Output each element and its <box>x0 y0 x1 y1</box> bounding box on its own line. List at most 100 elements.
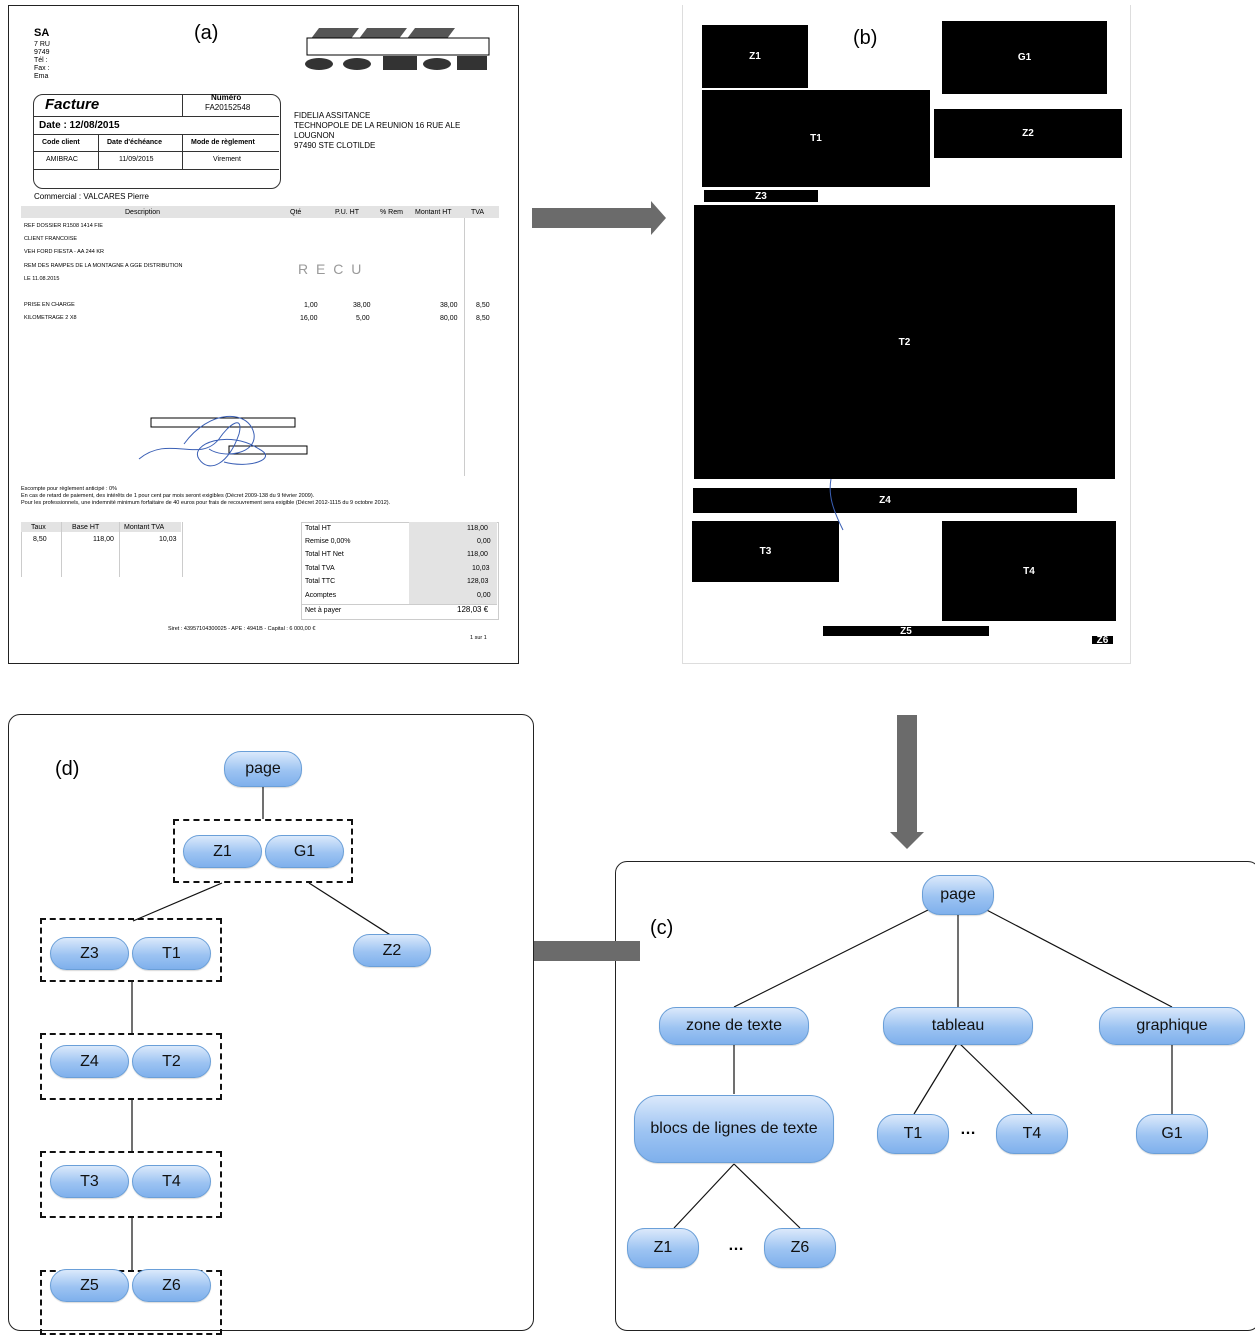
group-z3-t1 <box>40 918 222 982</box>
row-tva: 8,50 <box>476 302 490 309</box>
row-desc: PRISE EN CHARGE <box>24 302 75 308</box>
legal-line: Escompte pour règlement anticipé : 0% <box>21 486 117 492</box>
total-value: 118,00 <box>467 525 488 532</box>
th-rem: % Rem <box>380 209 403 216</box>
node-page: page <box>224 751 302 787</box>
ellipsis: … <box>728 1237 744 1254</box>
tva-value: 10,03 <box>159 536 177 543</box>
tva-header: Base HT <box>72 524 100 531</box>
block-t1: T1 <box>702 90 930 187</box>
arrow-down <box>890 715 924 849</box>
panel-d-tree: (d) page Z1 G1 Z2 Z3 T1 Z4 T2 T3 T4 Z5 Z… <box>8 714 534 1335</box>
row-montant: 80,00 <box>440 315 458 322</box>
col-code-client: Code client <box>42 139 80 146</box>
legal-line: En cas de retard de paiement, des intérê… <box>21 493 315 499</box>
arrow-right <box>532 201 666 235</box>
panel-a-invoice: (a) SA 7 RU 9749 Tél : Fax : Ema Facture… <box>8 5 519 664</box>
block-z6: Z6 <box>1092 635 1113 646</box>
total-value: 128,03 € <box>457 605 489 614</box>
node-t4: T4 <box>996 1114 1068 1154</box>
panel-b-segmentation: (b) Z1 G1 T1 Z2 Z3 T2 Z4 T3 T4 Z5 Z6 <box>682 5 1131 664</box>
block-z2: Z2 <box>934 109 1122 158</box>
desc-line: VEH FORD FIESTA - AA 244 KR <box>24 249 104 255</box>
node-g1: G1 <box>265 835 344 868</box>
col-mode-reglement: Mode de règlement <box>191 139 255 146</box>
total-value: 0,00 <box>477 538 491 545</box>
addressee-line: LOUGNON <box>294 131 335 140</box>
addressee-line: FIDELIA ASSITANCE <box>294 111 371 120</box>
panel-label-b: (b) <box>853 27 878 49</box>
col-date-echeance: Date d'échéance <box>107 139 162 146</box>
block-t2: T2 <box>694 205 1115 479</box>
desc-line: REF DOSSIER R1508 1414 FIE <box>24 223 103 229</box>
company-line: SA <box>34 27 50 39</box>
node-tableau: tableau <box>883 1007 1033 1045</box>
node-zone-de-texte: zone de texte <box>659 1007 809 1045</box>
node-z1: Z1 <box>183 835 262 868</box>
val-date-echeance: 11/09/2015 <box>119 156 154 163</box>
total-value: 10,03 <box>472 565 490 572</box>
node-z1: Z1 <box>627 1228 699 1268</box>
node-t3: T3 <box>50 1165 129 1198</box>
group-z4-t2 <box>40 1033 222 1100</box>
th-montant: Montant HT <box>415 209 452 216</box>
addressee-line: TECHNOPOLE DE LA REUNION 16 RUE ALE <box>294 121 461 130</box>
company-logo <box>305 28 490 70</box>
row-pu: 5,00 <box>356 315 370 322</box>
th-tva: TVA <box>471 209 485 216</box>
row-pu: 38,00 <box>353 302 371 309</box>
total-value: 0,00 <box>477 592 491 599</box>
node-t1: T1 <box>132 937 211 970</box>
company-line: 9749 <box>34 49 50 56</box>
val-mode-reglement: Virement <box>213 156 241 163</box>
total-value: 128,03 <box>467 578 489 585</box>
total-label: Total HT Net <box>305 551 344 558</box>
total-label: Net à payer <box>305 607 342 614</box>
company-line: 7 RU <box>34 41 50 48</box>
invoice-footer: Siret : 43957104300025 - APE : 4941B - C… <box>168 626 316 632</box>
val-code-client: AMIBRAC <box>46 156 78 163</box>
invoice-header-box <box>33 94 281 189</box>
numero-label: Numéro <box>211 93 242 102</box>
tva-value: 8,50 <box>33 536 47 543</box>
panel-label-a: (a) <box>194 22 219 44</box>
row-qte: 16,00 <box>300 315 318 322</box>
block-z1: Z1 <box>702 25 808 88</box>
panel-c-tree: (c) page zone de texte tableau graphique… <box>615 861 1255 1331</box>
addressee-line: 97490 STE CLOTILDE <box>294 141 376 150</box>
node-z4: Z4 <box>50 1045 129 1078</box>
node-page: page <box>922 875 994 915</box>
ellipsis: … <box>960 1121 976 1138</box>
th-pu: P.U. HT <box>335 209 359 216</box>
recu-stamp: R E C U <box>298 261 364 277</box>
block-t4: T4 <box>942 521 1116 621</box>
node-blocs-lignes: blocs de lignes de texte <box>634 1095 834 1163</box>
node-t2: T2 <box>132 1045 211 1078</box>
row-qte: 1,00 <box>304 302 318 309</box>
block-g1: G1 <box>942 21 1107 94</box>
legal-line: Pour les professionnels, une indemnité m… <box>21 500 391 506</box>
node-graphique: graphique <box>1099 1007 1245 1045</box>
node-z6: Z6 <box>132 1269 211 1302</box>
company-line: Fax : <box>34 65 50 72</box>
node-z3: Z3 <box>50 937 129 970</box>
row-tva: 8,50 <box>476 315 490 322</box>
company-line: Ema <box>34 73 49 80</box>
table-header-bar <box>21 206 499 218</box>
node-z2: Z2 <box>353 934 431 967</box>
total-label: Acomptes <box>305 592 337 599</box>
block-t3: T3 <box>692 521 839 582</box>
block-z4: Z4 <box>693 488 1077 513</box>
tva-header: Taux <box>31 524 46 531</box>
block-z5: Z5 <box>823 626 989 637</box>
arrow-left <box>506 934 640 968</box>
node-z5: Z5 <box>50 1269 129 1302</box>
row-desc: KILOMETRAGE 2 X8 <box>24 315 77 321</box>
row-montant: 38,00 <box>440 302 458 309</box>
desc-line: LE 11.08.2015 <box>24 276 60 282</box>
total-label: Total TTC <box>305 578 336 585</box>
desc-line: REM DES RAMPES DE LA MONTAGNE A GGE DIST… <box>24 263 183 269</box>
panel-label-d: (d) <box>55 758 80 780</box>
doc-title: Facture <box>45 96 100 113</box>
panel-label-c: (c) <box>650 917 674 939</box>
